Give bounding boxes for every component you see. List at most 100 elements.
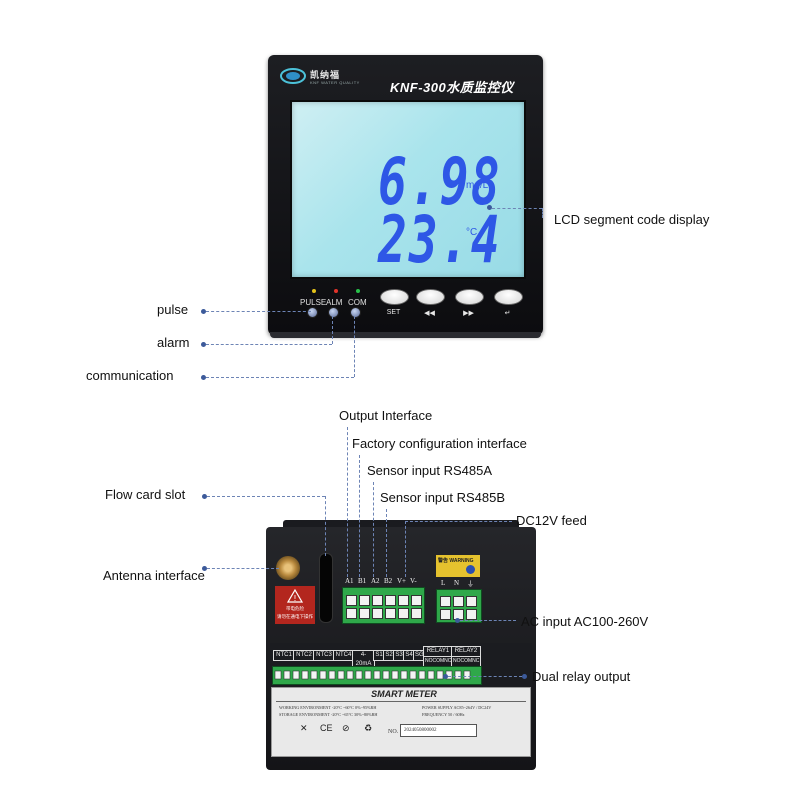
terminal-screw [359,608,370,619]
communication-callout-dot [201,375,206,380]
terminal-screw [372,608,383,619]
spec-working-env: WORKING ENVIRONMENT -20°C ~60°C 0%~95%RH [279,705,377,710]
enter-button[interactable] [494,289,523,305]
antenna-connector[interactable] [276,556,300,580]
flow-card-line-v [325,496,326,556]
pulse-callout-line [206,311,311,312]
lcd-callout-label: LCD segment code display [554,212,710,227]
serial-prefix: NO. [388,729,399,735]
set-button[interactable] [380,289,409,305]
power-label-l: L [441,579,446,587]
alarm-led [334,289,338,293]
spec-power-supply: POWER SUPPLY AC85~264V / DC24V [422,705,492,710]
terminal-screw [453,596,464,607]
forward-button-icon: ▶▶ [463,310,474,317]
factory-config-label: Factory configuration interface [352,436,527,451]
flow-card-dot [202,494,207,499]
ac-input-line [460,620,516,621]
alarm-indicator [328,307,339,318]
flow-card-label: Flow card slot [105,487,186,502]
pulse-callout-label: pulse [157,302,189,317]
label-ntc2: NTC2 [293,650,315,661]
pulse-led [312,289,316,293]
alarm-label: ALM [326,298,343,307]
spec-plate [271,687,531,757]
rs485b-label: Sensor input RS485B [380,490,506,505]
power-warning-sticker: 警告 WARNING [436,555,480,577]
com-indicator [350,307,361,318]
terminal-screw [346,608,357,619]
brand-subtitle: KNF WATER QUALITY [310,80,360,85]
terminal-screw [398,608,409,619]
spec-plate-title: SMART METER [371,689,437,699]
terminal-label-a1: A1 [345,577,354,585]
pulse-callout-dot [201,309,206,314]
terminal-label-b1: B1 [358,577,367,585]
terminal-screw [385,595,396,606]
output-interface-line [347,427,348,577]
enter-button-icon: ↵ [504,310,511,317]
hazard-triangle-icon: ! [287,589,303,603]
terminal-screw [398,595,409,606]
terminal-screw [466,596,477,607]
dc12v-line-v [405,521,406,577]
power-warning-text: 警告 WARNING [438,558,474,564]
dc12v-line [405,521,512,522]
lcd-reading-temperature: 23.4 [378,202,502,279]
output-interface-label: Output Interface [339,408,433,423]
relay-dot-end [522,674,527,679]
ground-badge-icon [466,565,475,574]
lower-terminal-screws [274,670,471,680]
brand-logo-icon [280,68,306,84]
alarm-callout-label: alarm [157,335,190,350]
relay-label: Dual relay output [532,669,631,684]
pulse-label: PULSE [300,298,327,307]
front-panel-edge [270,332,541,338]
terminal-screw [346,595,357,606]
label-ntc4: NTC4 [333,650,354,661]
terminal-screw [466,609,477,620]
flow-card-line [207,496,325,497]
com-led [356,289,360,293]
brand-name: 凯纳福 [310,70,341,80]
set-button-label: SET [386,309,401,316]
antenna-label: Antenna interface [103,568,205,583]
terminal-label-vminus: V- [410,577,417,585]
model-title: KNF-300水质监控仪 [390,80,514,95]
serial-label: 2024050800002 [400,724,477,737]
rs485a-line [373,482,374,577]
factory-config-line [359,455,360,577]
flow-card-slot[interactable] [319,553,333,623]
hazard-warning-sticker: ! 带电危险 请勿在通电下操作 [275,586,315,624]
label-ntc1: NTC1 [273,650,295,661]
relay-line [448,676,522,677]
communication-callout-label: communication [86,368,174,383]
lcd-reading-dissolved-oxygen: 6.98 [378,144,502,221]
weee-icon: ✕ [300,723,308,733]
back-button[interactable] [416,289,445,305]
power-label-ground: ⏚ [467,580,474,588]
forward-button[interactable] [455,289,484,305]
com-label: COM [348,298,367,307]
terminal-screw [385,608,396,619]
back-button-icon: ◀◀ [424,310,435,317]
antenna-line [207,568,279,569]
lcd-unit-celsius: °C [466,227,478,238]
spec-storage-env: STORAGE ENVIRONMENT -20°C ~65°C 30%~80%R… [279,712,378,717]
rs485a-label: Sensor input RS485A [367,463,493,478]
lcd-callout-dot [487,205,492,210]
rohs-icon: ⊘ [342,723,350,733]
ce-mark-icon: CE [320,723,333,733]
recycle-icon: ♻ [364,723,373,733]
terminal-screw [359,595,370,606]
antenna-dot [202,566,207,571]
terminal-screw [372,595,383,606]
pulse-indicator [307,307,318,318]
terminal-label-b2: B2 [384,577,393,585]
label-ntc3: NTC3 [313,650,335,661]
communication-callout-line-v [354,316,355,377]
spec-divider [276,701,526,702]
lcd-display [290,100,526,279]
communication-callout-line [206,377,354,378]
ac-input-label: AC input AC100-260V [521,614,649,629]
